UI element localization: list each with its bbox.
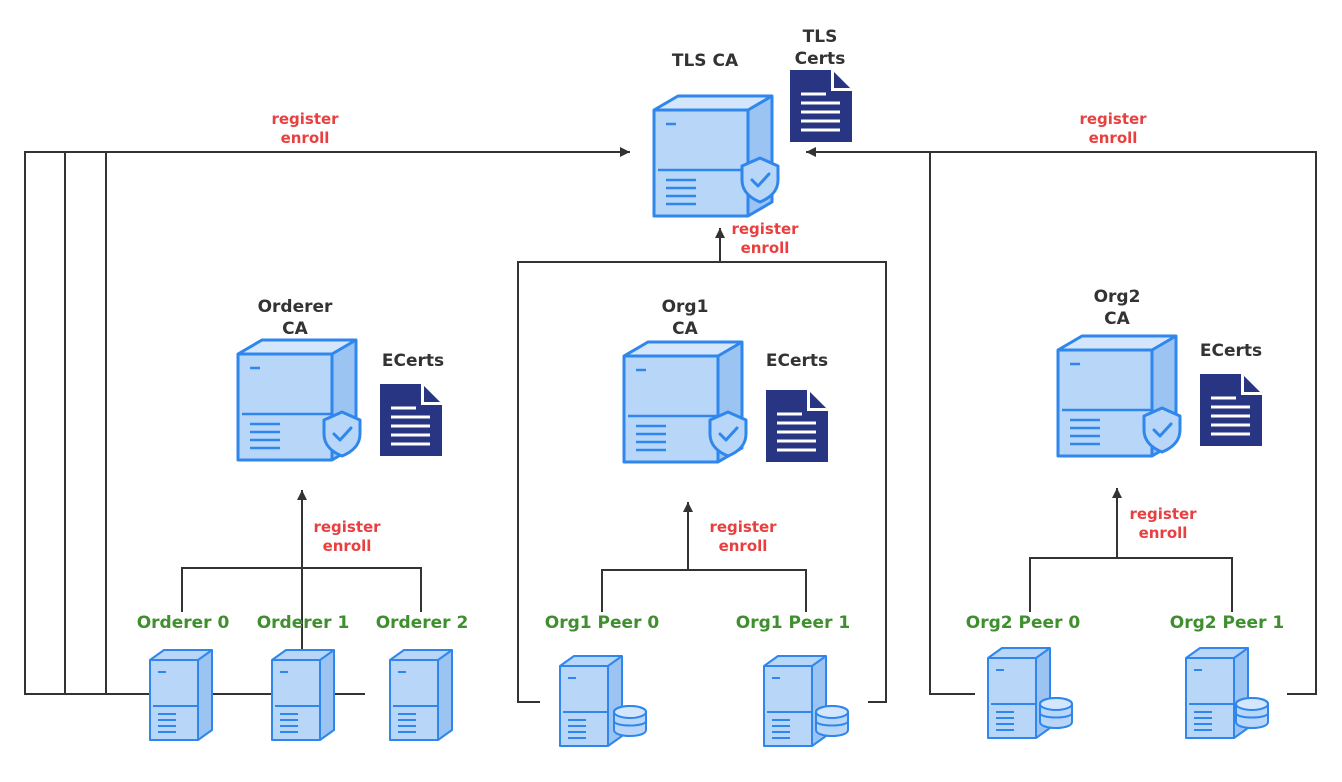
org2-ca-title: Org2 CA [1093, 287, 1141, 329]
tls-certs-label: TLS Certs [794, 27, 846, 69]
org2-ecerts-document-icon [1198, 372, 1264, 448]
orderer-1-server-icon [271, 649, 335, 741]
org2-peer-1-label: Org2 Peer 1 [1169, 613, 1285, 633]
tls-certs-document-icon [788, 68, 854, 144]
orderer-ca-title: Orderer CA [257, 297, 333, 339]
org1-peer-1-server-icon [763, 655, 849, 747]
orderer-0-label: Orderer 0 [136, 613, 230, 633]
orderer-1-label: Orderer 1 [256, 613, 350, 633]
org1-peer-0-server-icon [559, 655, 647, 747]
org1-ecerts-label: ECerts [765, 351, 829, 371]
org1-ca-server-icon [622, 340, 748, 464]
org1-ca-title: Org1 CA [661, 297, 709, 339]
org2-peer-0-label: Org2 Peer 0 [965, 613, 1081, 633]
orderer-ca-server-icon [236, 338, 362, 462]
org2-ecerts-label: ECerts [1199, 341, 1263, 361]
orderer-0-server-icon [149, 649, 213, 741]
orderer-ecerts-document-icon [378, 382, 444, 458]
tls-ca-server-icon [652, 94, 780, 218]
orderer-2-label: Orderer 2 [375, 613, 469, 633]
org1-peer-1-label: Org1 Peer 1 [735, 613, 851, 633]
orderer-2-server-icon [389, 649, 453, 741]
orderer-ecerts-label: ECerts [381, 351, 445, 371]
tls-ca-title: TLS CA [671, 51, 739, 71]
org2-peer-1-server-icon [1185, 647, 1269, 739]
org2-ca-server-icon [1056, 334, 1182, 458]
org1-peer-0-label: Org1 Peer 0 [544, 613, 660, 633]
org1-ecerts-document-icon [764, 388, 830, 464]
org2-peer-0-server-icon [987, 647, 1073, 739]
